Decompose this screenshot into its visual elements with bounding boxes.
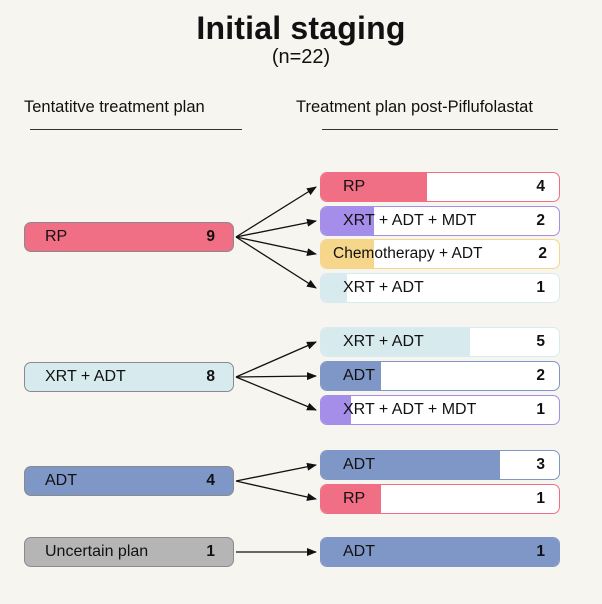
patient-count: 3 [536,456,545,473]
flow-arrow [235,480,317,501]
patient-count: 8 [206,368,215,385]
proportion-fill [321,396,351,424]
flow-arrow [235,462,317,482]
right-header-rule [322,129,558,130]
patient-count: 1 [536,279,545,296]
plan-label: XRT + ADT [343,279,424,296]
post-plan-xrt-adt-mdt: XRT + ADT + MDT 1 [320,395,560,425]
plan-label: XRT + ADT [45,368,126,385]
patient-count: 2 [536,367,545,384]
plan-label: RP [343,490,366,507]
plan-label: ADT [45,472,77,489]
flow-arrow [235,218,317,238]
page-title: Initial staging [196,10,406,46]
post-plan-xrt-adt: XRT + ADT 1 [320,273,560,303]
plan-label: Uncertain plan [45,543,149,560]
tentative-plan-adt: ADT 4 [24,466,234,496]
patient-count: 1 [536,490,545,507]
plan-label: ADT [343,367,375,384]
proportion-fill [321,240,374,268]
plan-label: ADT [343,543,375,560]
proportion-fill [321,362,381,390]
plan-label: XRT + ADT [343,333,424,350]
flow-arrow [235,186,317,238]
proportion-fill [321,173,427,201]
flow-arrow [235,236,317,257]
proportion-fill [321,485,381,513]
flow-arrow [235,236,317,289]
plan-label: RP [45,228,68,245]
post-plan-adt: ADT 1 [320,537,560,567]
right-column-header: Treatment plan post-Piflufolastat [296,98,533,116]
patient-count: 2 [536,212,545,229]
page-subtitle: (n=22) [271,46,331,68]
proportion-fill [321,538,559,566]
flow-arrow [235,341,317,378]
patient-count: 4 [536,178,545,195]
tentative-plan-uncertain-plan: Uncertain plan 1 [24,537,234,567]
post-plan-xrt-adt-mdt: XRT + ADT + MDT 2 [320,206,560,236]
post-plan-xrt-adt: XRT + ADT 5 [320,327,560,357]
plan-label: XRT + ADT + MDT [343,212,477,229]
patient-count: 9 [206,228,215,245]
post-plan-adt: ADT 2 [320,361,560,391]
proportion-fill [321,328,470,356]
plan-label: ADT [343,456,375,473]
plan-label: Chemotherapy + ADT [333,245,483,262]
patient-count: 1 [536,401,545,418]
proportion-fill [321,207,374,235]
tentative-plan-rp: RP 9 [24,222,234,252]
patient-count: 1 [206,543,215,560]
patient-count: 1 [536,543,545,560]
patient-count: 2 [538,245,547,262]
proportion-fill [321,274,348,302]
patient-count: 5 [536,333,545,350]
proportion-fill [321,451,500,479]
tentative-plan-xrt-adt: XRT + ADT 8 [24,362,234,392]
post-plan-rp: RP 4 [320,172,560,202]
patient-count: 4 [206,472,215,489]
post-plan-rp: RP 1 [320,484,560,514]
flow-arrow [235,372,317,381]
left-column-header: Tentatitve treatment plan [24,98,205,116]
post-plan-chemotherapy-adt: Chemotherapy + ADT 2 [320,239,560,269]
flow-arrow [235,376,317,411]
left-header-rule [30,129,242,130]
plan-label: RP [343,178,366,195]
plan-label: XRT + ADT + MDT [343,401,477,418]
post-plan-adt: ADT 3 [320,450,560,480]
